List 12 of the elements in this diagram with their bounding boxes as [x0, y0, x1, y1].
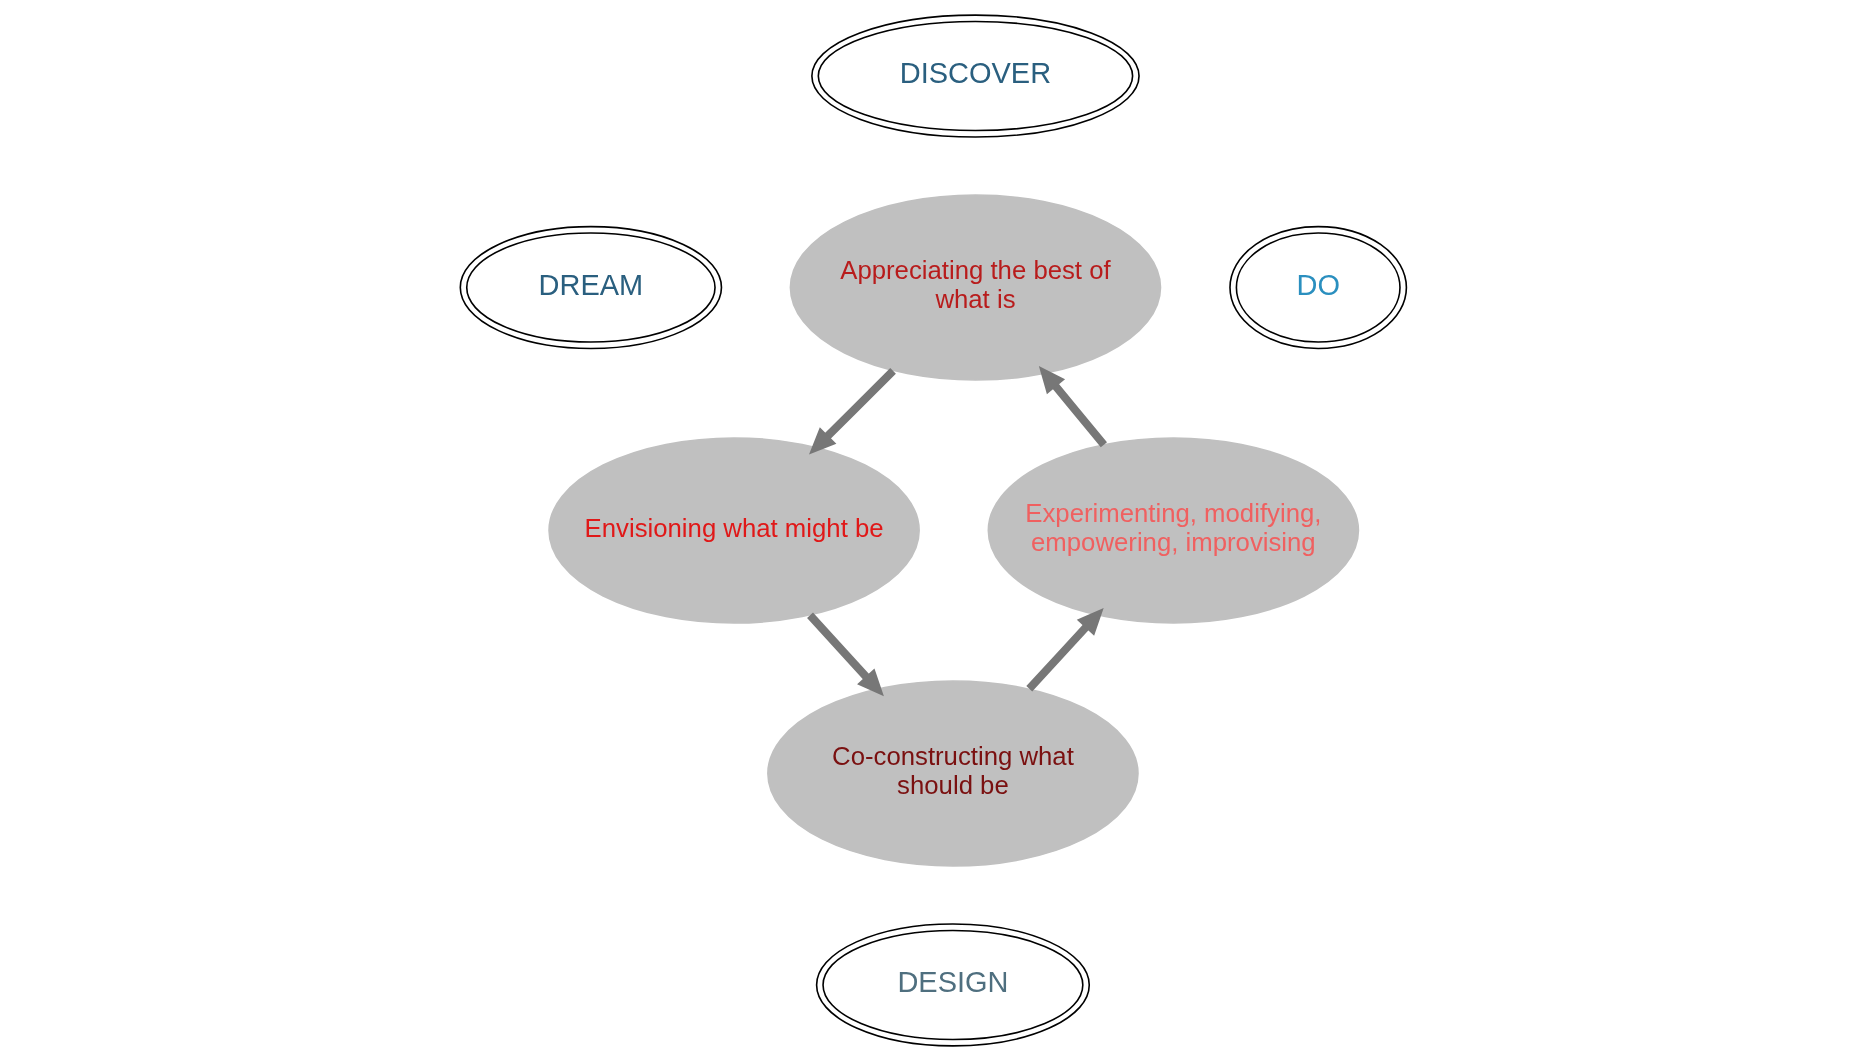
node-ellipse: Appreciating the best of what is [789, 194, 1161, 381]
node-ellipse: DESIGN [815, 923, 1090, 1047]
node-ellipse: DISCOVER [810, 14, 1140, 138]
node-ellipse: Envisioning what might be [547, 437, 920, 624]
arrow [806, 612, 884, 697]
arrow [1025, 607, 1104, 692]
arrow [1038, 365, 1107, 448]
node-ellipse: Experimenting, modifying, empowering, improvising [987, 437, 1359, 624]
node-ellipse: Co-constructing what should be [766, 680, 1139, 867]
node-ellipse: DO [1228, 225, 1407, 350]
arrow [808, 368, 896, 455]
node-ellipse: DREAM [459, 225, 722, 350]
